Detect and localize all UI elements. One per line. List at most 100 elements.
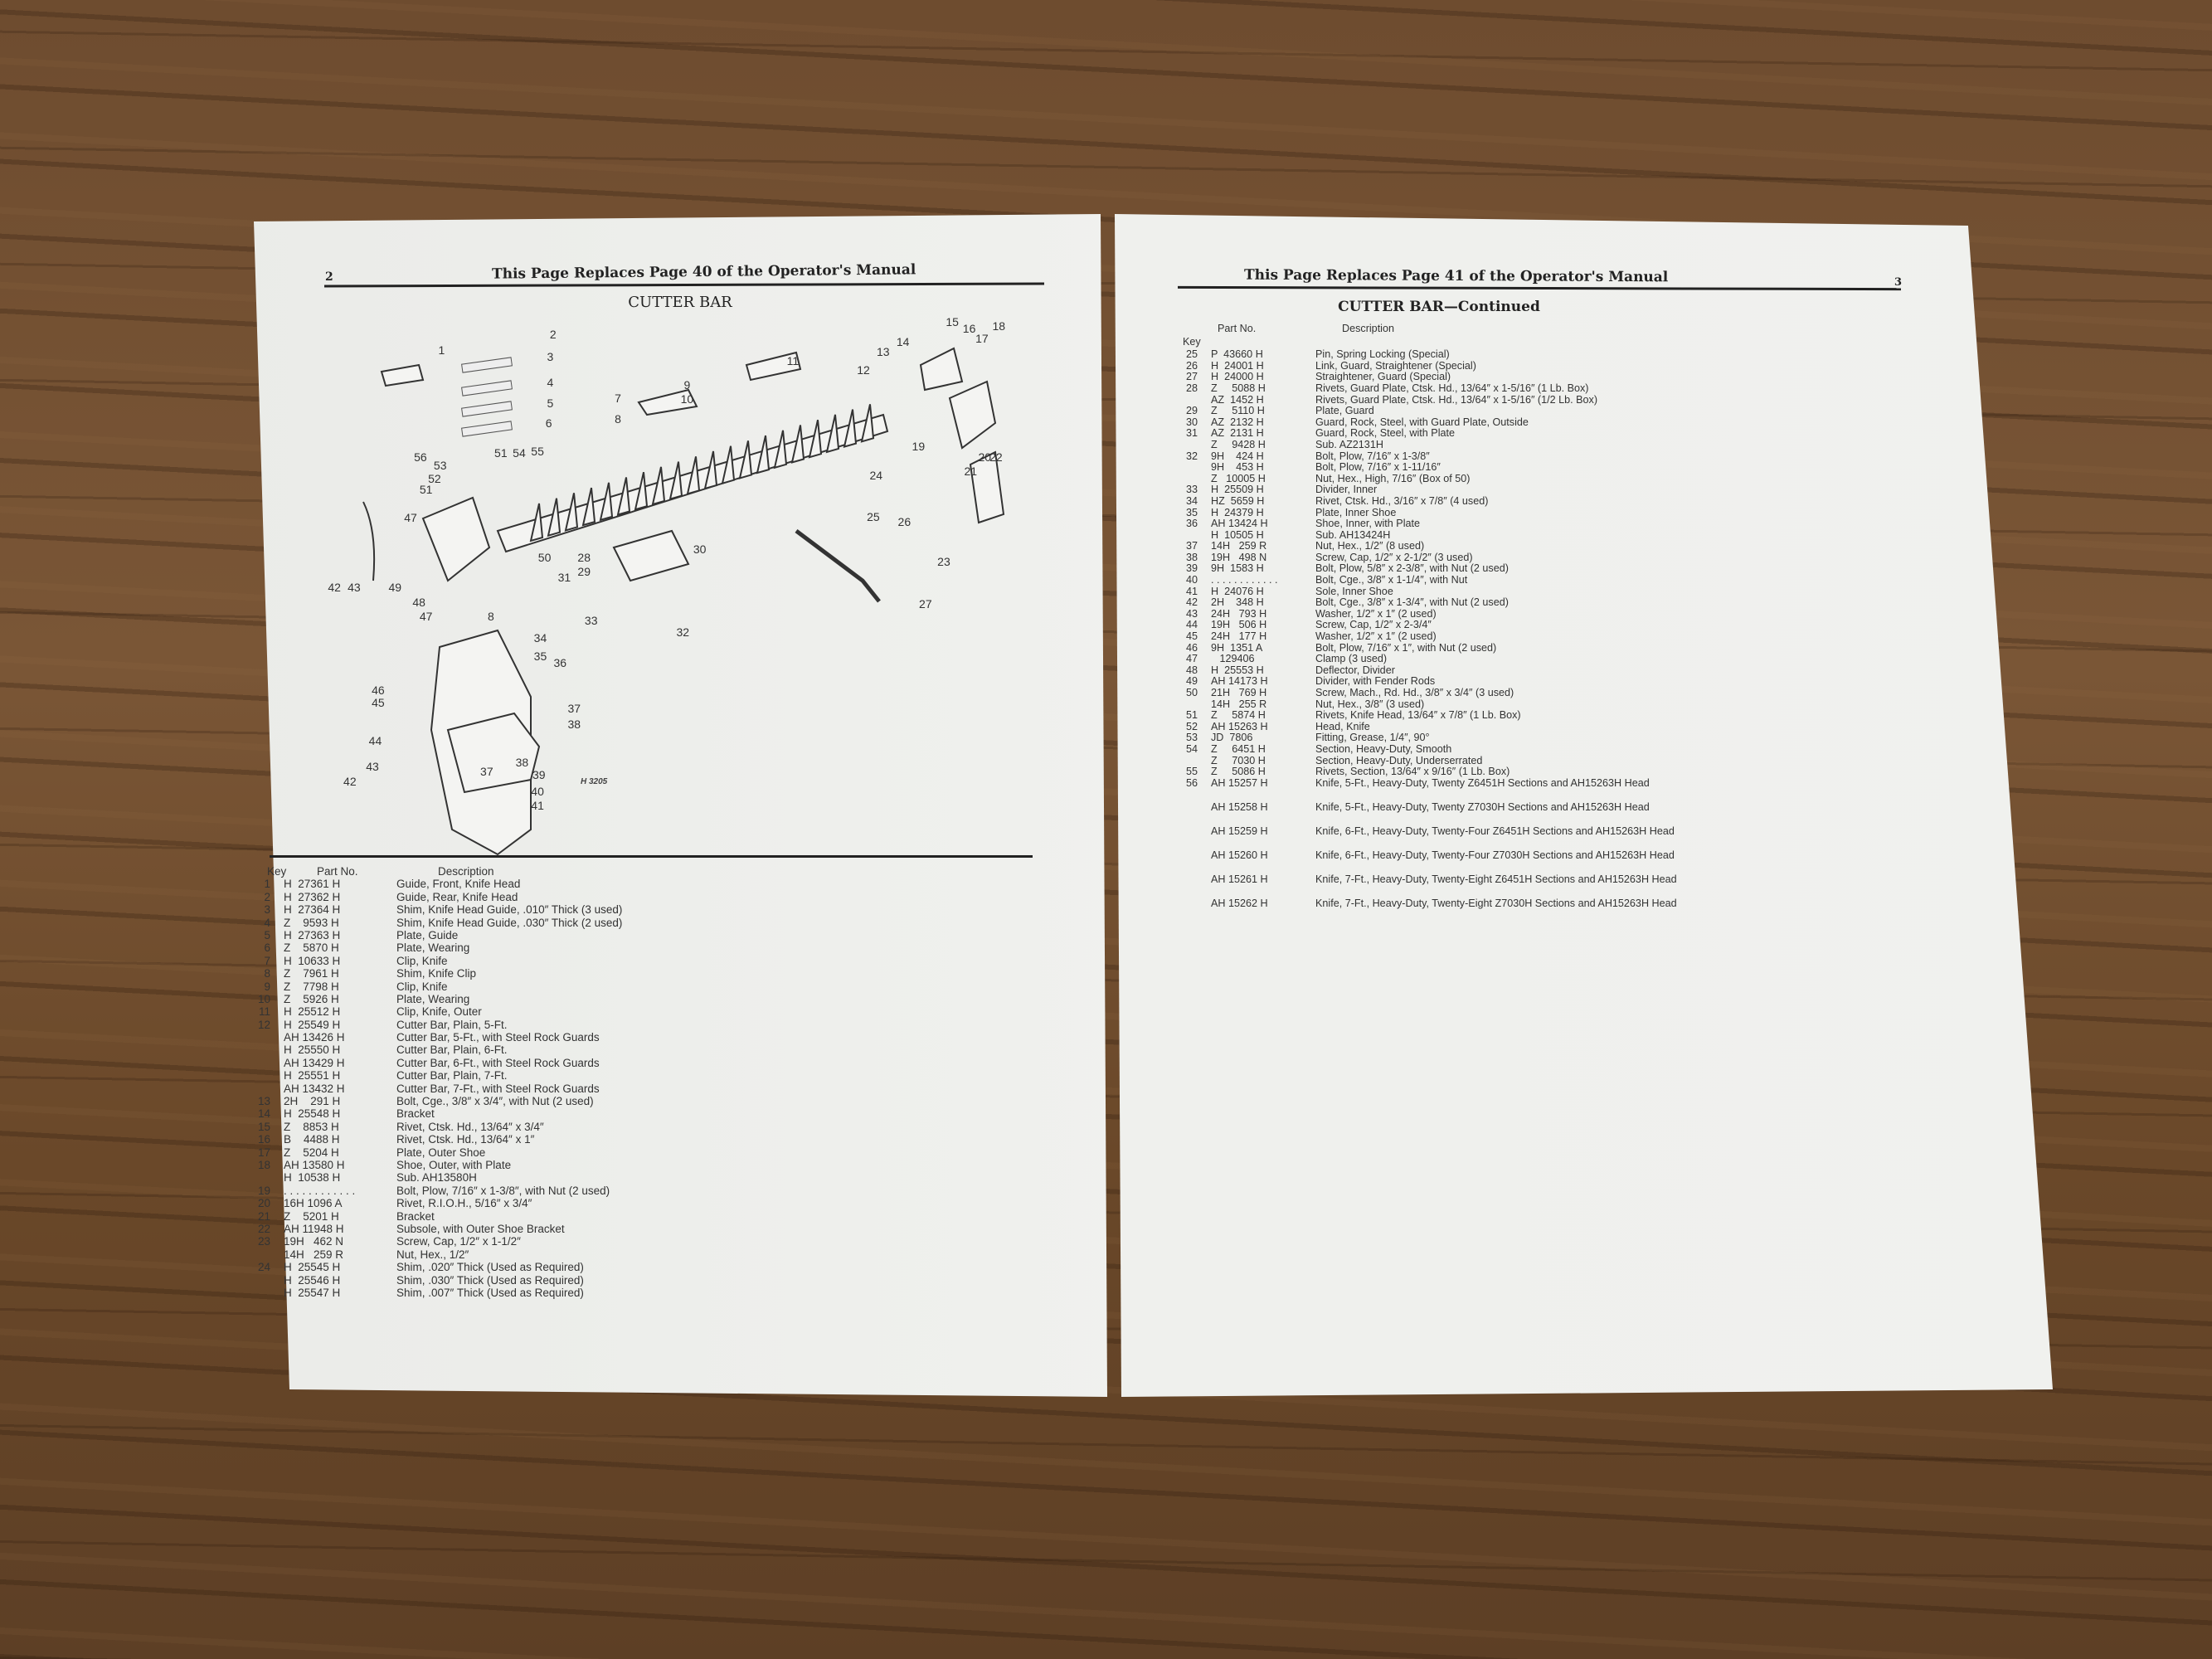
part-number-cell: H 24000 H [1211, 371, 1264, 383]
description-cell: Head, Knife [1315, 720, 1370, 732]
guard-tooth [529, 503, 544, 542]
key-cell: 31 [1185, 427, 1198, 440]
callout-number: 52 [428, 471, 441, 485]
col-desc: Description [1342, 323, 1394, 334]
key-cell: 28 [1185, 382, 1198, 394]
description-cell: Straightener, Guard (Special) [1315, 371, 1451, 383]
description-cell: Pin, Spring Locking (Special) [1315, 348, 1450, 361]
callout-number: 18 [992, 319, 1006, 333]
description-cell: Shim, Knife Clip [396, 967, 477, 980]
part-number-cell: AH 14173 H [1211, 675, 1268, 688]
description-cell: Bolt, Plow, 7/16″ x 1-11/16″ [1315, 461, 1441, 474]
key-cell: 3 [264, 903, 270, 917]
part-number-cell: Z 5870 H [284, 941, 339, 955]
callout-number: 42 [328, 580, 341, 594]
key-cell: 23 [257, 1235, 270, 1248]
left-page-number: 2 [325, 270, 333, 284]
part-number-cell: Z 7030 H [1211, 754, 1266, 766]
description-cell: Nut, Hex., 1/2″ [396, 1248, 469, 1261]
col-part: Part No. [1218, 323, 1257, 334]
key-cell: 13 [257, 1095, 270, 1108]
part-number-cell: B 4488 H [284, 1133, 340, 1146]
key-cell: 51 [1185, 709, 1198, 722]
callout-number: 17 [975, 332, 989, 346]
callout-number: 9 [683, 378, 691, 392]
key-cell: 4 [264, 916, 270, 929]
key-cell: 24 [257, 1261, 270, 1274]
callout-number: 8 [615, 412, 621, 426]
description-cell: Shim, .020″ Thick (Used as Required) [396, 1261, 584, 1274]
callout-number: 8 [488, 610, 494, 624]
guard-tooth [616, 477, 631, 516]
key-cell: 14 [257, 1107, 270, 1121]
callout-number: 44 [368, 734, 382, 748]
part-number-cell: 19H 498 N [1211, 551, 1267, 563]
part-number-cell: Z 5088 H [1211, 382, 1266, 394]
callout-number: 38 [515, 755, 529, 769]
part-number-cell: H 27363 H [284, 928, 341, 941]
description-cell: Plate, Inner Shoe [1315, 506, 1397, 518]
divider-deflector [421, 496, 491, 582]
callout-number: 30 [693, 542, 707, 556]
description-cell: Bracket [396, 1107, 435, 1121]
description-cell: Rivet, Ctsk. Hd., 13/64″ x 3/4″ [396, 1120, 544, 1133]
figure-label: H 3205 [581, 777, 608, 786]
knife-head-guide [380, 363, 425, 387]
description-cell: Shim, Knife Head Guide, .030″ Thick (2 u… [396, 916, 623, 929]
key-cell: 17 [257, 1146, 270, 1159]
key-cell: 44 [1185, 619, 1198, 631]
part-number-cell: . . . . . . . . . . . . [1211, 574, 1278, 586]
part-number-cell: AH 13426 H [284, 1031, 345, 1044]
part-number-cell: H 27361 H [284, 878, 341, 891]
callout-number: 27 [919, 597, 932, 611]
part-number-cell: Z 5874 H [1211, 709, 1266, 722]
outer-shoe [948, 380, 997, 450]
key-cell: 6 [264, 941, 270, 955]
callout-number: 20 [978, 450, 992, 465]
part-number-cell: 2H 348 H [1211, 596, 1264, 609]
description-cell: Clip, Knife [396, 980, 448, 993]
callout-number: 31 [557, 570, 571, 584]
description-cell: Rivet, Ctsk. Hd., 13/64″ x 1″ [396, 1133, 535, 1146]
key-cell: 10 [257, 992, 270, 1005]
callout-number: 4 [547, 375, 554, 389]
description-cell: Rivets, Knife Head, 13/64″ x 7/8″ (1 Lb.… [1315, 709, 1521, 722]
description-cell: Cutter Bar, 6-Ft., with Steel Rock Guard… [396, 1056, 600, 1069]
callout-number: 36 [553, 656, 567, 670]
callout-number: 12 [857, 362, 870, 377]
part-number-cell: H 10633 H [284, 954, 341, 967]
key-cell: 5 [264, 928, 270, 941]
callout-number: 56 [414, 450, 427, 465]
guard-tooth [738, 440, 753, 479]
description-cell: Rivets, Section, 13/64″ x 9/16″ (1 Lb. B… [1315, 766, 1510, 778]
callout-number: 50 [537, 550, 552, 564]
part-number-cell: AH 15261 H [1211, 873, 1268, 885]
description-cell: Sub. AH13424H [1315, 528, 1391, 541]
part-number-cell: 19H 506 H [1211, 619, 1267, 631]
description-cell: Bolt, Cge., 3/8″ x 3/4″, with Nut (2 use… [396, 1095, 594, 1108]
key-cell: 36 [1185, 518, 1198, 530]
part-number-cell: 21H 769 H [1211, 687, 1267, 698]
part-number-cell: Z 5086 H [1211, 766, 1266, 778]
description-cell: Knife, 6-Ft., Heavy-Duty, Twenty-Four Z6… [1315, 825, 1675, 837]
part-number-cell: Z 7798 H [284, 980, 339, 993]
description-cell: Clamp (3 used) [1315, 653, 1388, 665]
description-cell: Knife, 5-Ft., Heavy-Duty, Twenty Z7030H … [1315, 800, 1650, 813]
col-desc: Description [438, 865, 494, 878]
guard-tooth [808, 419, 823, 459]
callout-number: 23 [937, 554, 950, 568]
description-cell: Section, Heavy-Duty, Underserrated [1315, 754, 1483, 766]
description-cell: Knife, 6-Ft., Heavy-Duty, Twenty-Four Z7… [1315, 849, 1675, 861]
part-number-cell: H 10538 H [284, 1171, 341, 1185]
key-cell: 26 [1185, 359, 1198, 372]
part-number-cell: H 25545 H [284, 1261, 341, 1274]
description-cell: Cutter Bar, 7-Ft., with Steel Rock Guard… [396, 1082, 600, 1095]
description-cell: Deflector, Divider [1315, 664, 1395, 676]
callout-number: 26 [897, 515, 912, 529]
description-cell: Sole, Inner Shoe [1315, 585, 1393, 597]
key-cell: 34 [1185, 494, 1198, 507]
part-number-cell: Z 5204 H [284, 1146, 339, 1159]
callout-number: 11 [786, 354, 800, 368]
description-cell: Nut, Hex., 1/2″ (8 used) [1315, 540, 1425, 552]
rock-guard [612, 529, 690, 582]
